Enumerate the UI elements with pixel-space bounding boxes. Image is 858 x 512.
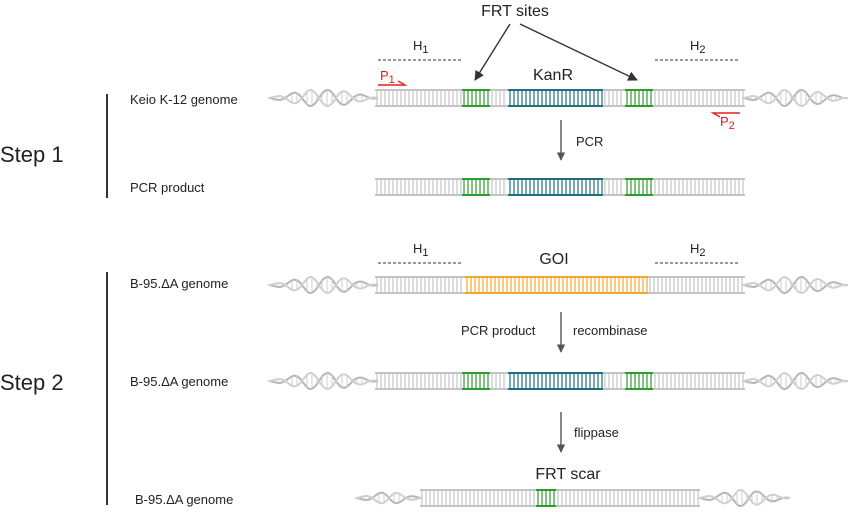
frt-scar-label: FRT scar bbox=[535, 466, 601, 483]
frt-sites-label: FRT sites bbox=[481, 3, 549, 20]
row-label-keio-genome: Keio K-12 genome bbox=[130, 92, 238, 107]
row-label-b95-genome-3: B-95.ΔA genome bbox=[135, 492, 233, 507]
spacer-left bbox=[490, 178, 508, 196]
h2-arm bbox=[653, 372, 745, 390]
primer-p1-label: P1 bbox=[380, 68, 395, 86]
helix-left bbox=[268, 89, 379, 107]
helix-right bbox=[698, 489, 791, 507]
spacer-right bbox=[603, 372, 625, 390]
row-label-pcr-product: PCR product bbox=[130, 180, 205, 195]
h2-arm bbox=[556, 489, 700, 507]
h1-arm bbox=[375, 276, 465, 294]
frt-site-left bbox=[462, 372, 490, 390]
h2-arm bbox=[653, 178, 745, 196]
row-label-b95-genome-2: B-95.ΔA genome bbox=[130, 374, 228, 389]
kanr-label: KanR bbox=[533, 67, 573, 84]
frt-site-left bbox=[462, 89, 490, 107]
h2-label: H2 bbox=[690, 38, 706, 56]
helix-right bbox=[742, 89, 849, 107]
b95-genome-scar-dna bbox=[355, 489, 791, 507]
helix-right bbox=[742, 372, 849, 390]
helix-left bbox=[268, 372, 379, 390]
helix-left bbox=[268, 276, 379, 294]
goi-label: GOI bbox=[539, 251, 568, 268]
row-label-b95-genome-1: B-95.ΔA genome bbox=[130, 276, 228, 291]
h1-arm bbox=[420, 489, 536, 507]
pcr-product-input-label: PCR product bbox=[461, 323, 536, 338]
h1-label-2: H1 bbox=[413, 241, 429, 259]
kanr-cassette bbox=[508, 178, 603, 196]
frt-site-left bbox=[462, 178, 490, 196]
spacer-right bbox=[603, 89, 625, 107]
b95-genome-goi-dna bbox=[268, 276, 849, 294]
primer-p1-arrow bbox=[378, 80, 408, 86]
h1-arm bbox=[375, 89, 462, 107]
h1-arm bbox=[375, 178, 462, 196]
h2-arm bbox=[648, 276, 745, 294]
frt-site-right bbox=[625, 89, 653, 107]
h1-arm bbox=[375, 372, 462, 390]
goi-segment bbox=[465, 276, 648, 294]
pcr-product-dna bbox=[375, 178, 745, 196]
h1-label: H1 bbox=[413, 38, 429, 56]
spacer-left bbox=[490, 89, 508, 107]
primer-p2-arrow bbox=[710, 112, 740, 118]
step2-label: Step 2 bbox=[0, 370, 64, 395]
frt-site-right bbox=[625, 178, 653, 196]
frt-scar-site bbox=[536, 489, 556, 507]
keio-genome-dna bbox=[268, 89, 849, 107]
frt-arrow-right bbox=[519, 23, 638, 81]
primer-p2-label: P2 bbox=[720, 114, 735, 132]
step1-label: Step 1 bbox=[0, 142, 64, 167]
frt-site-right bbox=[625, 372, 653, 390]
helix-right bbox=[742, 276, 849, 294]
kanr-cassette bbox=[508, 372, 603, 390]
b95-genome-kanr-dna bbox=[268, 372, 849, 390]
pcr-step-label: PCR bbox=[576, 134, 603, 149]
helix-left bbox=[355, 491, 423, 505]
spacer-left bbox=[490, 372, 508, 390]
kanr-cassette bbox=[508, 89, 603, 107]
h2-label-2: H2 bbox=[690, 241, 706, 259]
frt-arrow-left bbox=[474, 23, 511, 81]
flippase-label: flippase bbox=[574, 425, 619, 440]
spacer-right bbox=[603, 178, 625, 196]
recombinase-label: recombinase bbox=[573, 323, 647, 338]
h2-arm bbox=[653, 89, 745, 107]
